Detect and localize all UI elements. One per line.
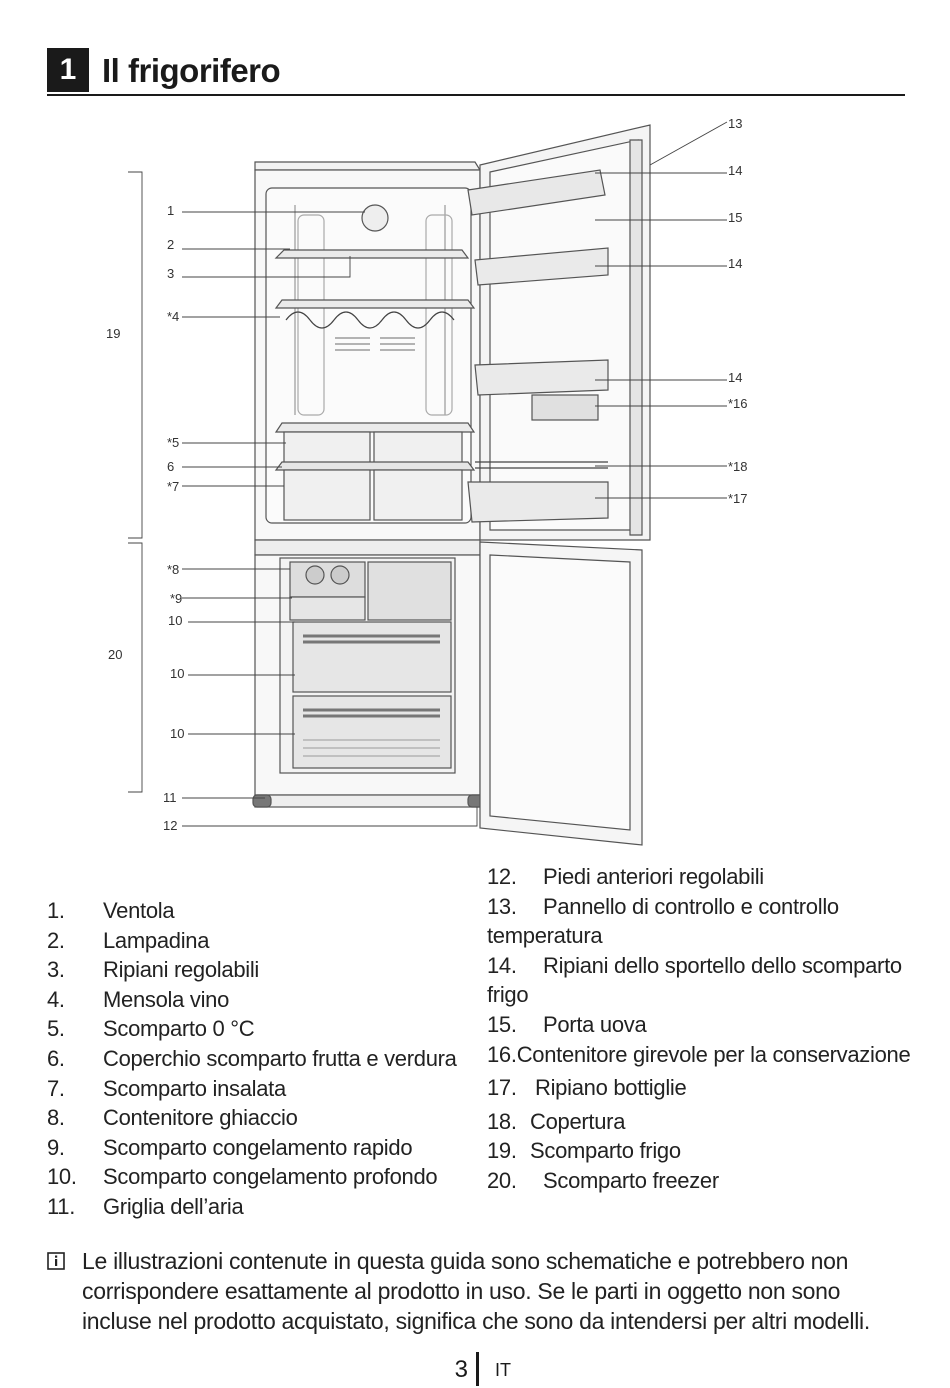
list-item: 1.Ventola: [47, 898, 175, 923]
list-item: 5.Scomparto 0 °C: [47, 1016, 255, 1042]
diagram-label: 11: [163, 790, 177, 805]
section-header: 1 Il frigorifero: [47, 48, 905, 96]
diagram-label: 14: [728, 256, 742, 271]
diagram-label: 10: [170, 726, 184, 741]
list-item: 13.Pannello di controllo e controllo tem…: [487, 893, 839, 949]
diagram-label: *9: [170, 591, 182, 606]
diagram-label: 15: [728, 210, 742, 225]
list-item: 7.Scomparto insalata: [47, 1075, 286, 1101]
diagram-label: *5: [167, 435, 179, 450]
list-item: 20.Scomparto freezer: [487, 1167, 719, 1193]
diagram-label: 2: [167, 237, 174, 252]
parts-list-right: 12.Piedi anteriori regolabili 13.Pannell…: [487, 862, 917, 1196]
diagram-label: *7: [167, 479, 179, 494]
parts-list-left: 1.Ventola 2.Lampadina 3.Ripiani regolabi…: [47, 896, 477, 1222]
diagram-label: *4: [167, 309, 179, 324]
section-title: Il frigorifero: [102, 52, 281, 89]
diagram-label: 13: [728, 116, 742, 131]
diagram-label: 10: [168, 613, 182, 628]
diagram-label: 1: [167, 203, 174, 218]
list-item: 8.Contenitore ghiaccio: [47, 1105, 298, 1131]
diagram-label: *17: [728, 491, 748, 506]
list-item: 3.Ripiani regolabili: [47, 957, 260, 983]
list-item: 12.Piedi anteriori regolabili: [487, 864, 764, 889]
note-text: Le illustrazioni contenute in questa gui…: [82, 1248, 870, 1334]
diagram-label: 20: [108, 647, 122, 662]
page-number: 3: [454, 1356, 468, 1383]
list-item: 18.Copertura: [487, 1108, 626, 1134]
list-item: 6.Coperchio scomparto frutta e verdura: [47, 1045, 457, 1071]
diagram-label: 14: [728, 163, 742, 178]
diagram-label: *16: [728, 396, 748, 411]
diagram-label: 19: [106, 326, 120, 341]
list-item: 10.Scomparto congelamento profondo: [47, 1164, 438, 1190]
list-item: 4.Mensola vino: [47, 986, 230, 1012]
diagram-label: 12: [163, 818, 177, 833]
language-code: IT: [495, 1360, 511, 1380]
list-item: 17.Ripiano bottiglie: [487, 1075, 687, 1101]
list-item: 16.Contenitore girevole per la conservaz…: [487, 1041, 911, 1067]
list-item: 2.Lampadina: [47, 927, 210, 953]
list-item: 14.Ripiani dello sportello dello scompar…: [487, 952, 902, 1008]
diagram-label: 14: [728, 370, 742, 385]
diagram-label: 6: [167, 459, 174, 474]
fridge-diagram: 1 2 3 *4 19 *5 6 *7 *8 *9 10 20 10 10 11…: [106, 116, 748, 846]
section-number: 1: [47, 48, 89, 92]
diagram-label: *8: [167, 562, 179, 577]
diagram-label: *18: [728, 459, 748, 474]
info-icon: [47, 1252, 65, 1270]
list-item: 11.Griglia dell’aria: [47, 1193, 244, 1219]
diagram-label: 3: [167, 266, 174, 281]
list-item: 15.Porta uova: [487, 1011, 647, 1037]
list-item: 9.Scomparto congelamento rapido: [47, 1134, 413, 1160]
page-separator: [476, 1352, 479, 1386]
diagram-label: 10: [170, 666, 184, 681]
list-item: 19.Scomparto frigo: [487, 1138, 681, 1164]
